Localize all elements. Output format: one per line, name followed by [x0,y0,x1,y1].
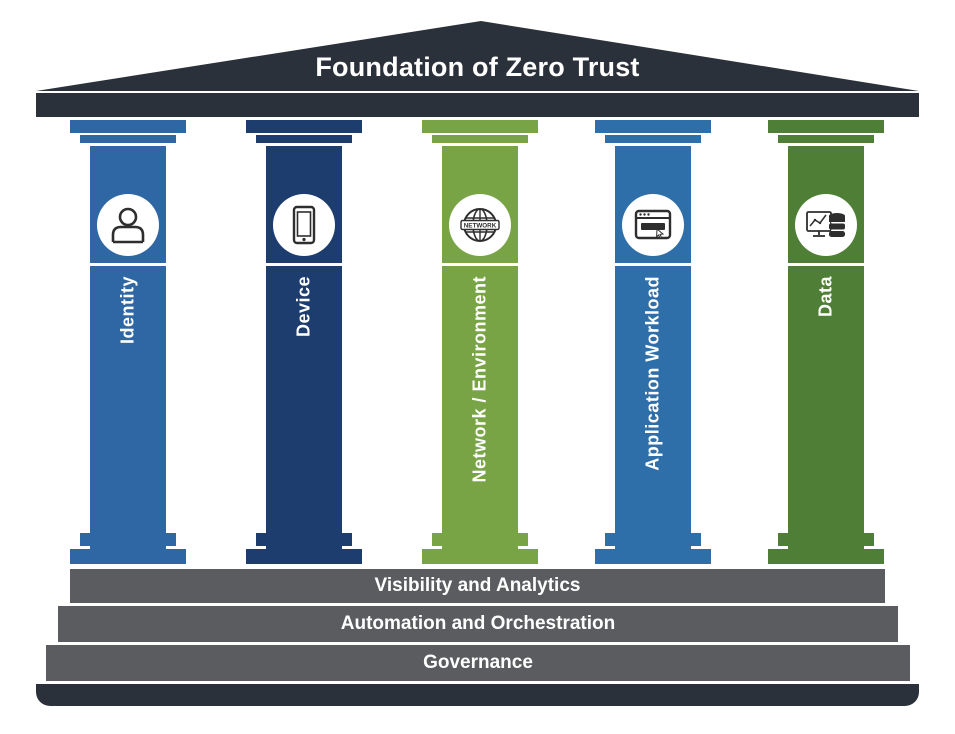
data-database-icon [795,194,857,256]
pillar-shaft: NETWORK Network / Environment [442,146,518,556]
pillar-label-device: Device [293,276,314,338]
pillar-divider [788,263,864,266]
pillar-label-network-environment: Network / Environment [469,276,490,483]
step-governance: Governance [46,645,910,681]
pillar-data: Data [768,120,884,566]
pillar-shaft: Data [788,146,864,556]
pillar-identity: Identity [70,120,186,566]
roof [36,21,919,91]
pillar-base-upper [80,533,176,546]
pillar-shaft: Identity [90,146,166,556]
network-badge-text: NETWORK [464,222,497,229]
pillar-divider [266,263,342,266]
step-visibility-analytics: Visibility and Analytics [70,569,885,603]
pillar-device: Device [246,120,362,566]
pillar-capital-lower [605,135,701,143]
pillar-shaft: Application Workload [615,146,691,556]
pillar-divider [90,263,166,266]
network-globe-icon: NETWORK [449,194,511,256]
pillar-base [422,549,538,564]
pillar-base-upper [605,533,701,546]
pillar-capital-lower [778,135,874,143]
pillar-capital-lower [256,135,352,143]
step-label: Governance [423,652,533,673]
pillar-base-upper [778,533,874,546]
pillar-label-identity: Identity [117,276,138,345]
step-automation-orchestration: Automation and Orchestration [58,606,898,642]
pillar-capital [70,120,186,133]
user-icon [97,194,159,256]
pillar-application-workload: Application Workload [595,120,711,566]
pillar-base [70,549,186,564]
roof-band [36,93,919,117]
diagram-title: Foundation of Zero Trust [315,52,640,82]
pillar-base [768,549,884,564]
pillar-capital [246,120,362,133]
pillar-base [595,549,711,564]
pillar-capital [422,120,538,133]
pillar-label-application-workload: Application Workload [642,276,663,471]
roof-triangle [36,21,919,91]
application-window-icon [622,194,684,256]
pillar-base-upper [256,533,352,546]
step-label: Automation and Orchestration [340,613,616,634]
pillar-label-data: Data [815,276,836,318]
pillar-capital-lower [432,135,528,143]
foundation-base [36,684,919,706]
pillar-capital-lower [80,135,176,143]
step-label: Visibility and Analytics [374,575,581,596]
pillar-shaft: Device [266,146,342,556]
pillar-capital [595,120,711,133]
mobile-device-icon [273,194,335,256]
pillar-capital [768,120,884,133]
pillar-network-environment: NETWORK Network / Environment [422,120,538,566]
pillar-base [246,549,362,564]
pillar-divider [615,263,691,266]
pillar-divider [442,263,518,266]
pillar-base-upper [432,533,528,546]
